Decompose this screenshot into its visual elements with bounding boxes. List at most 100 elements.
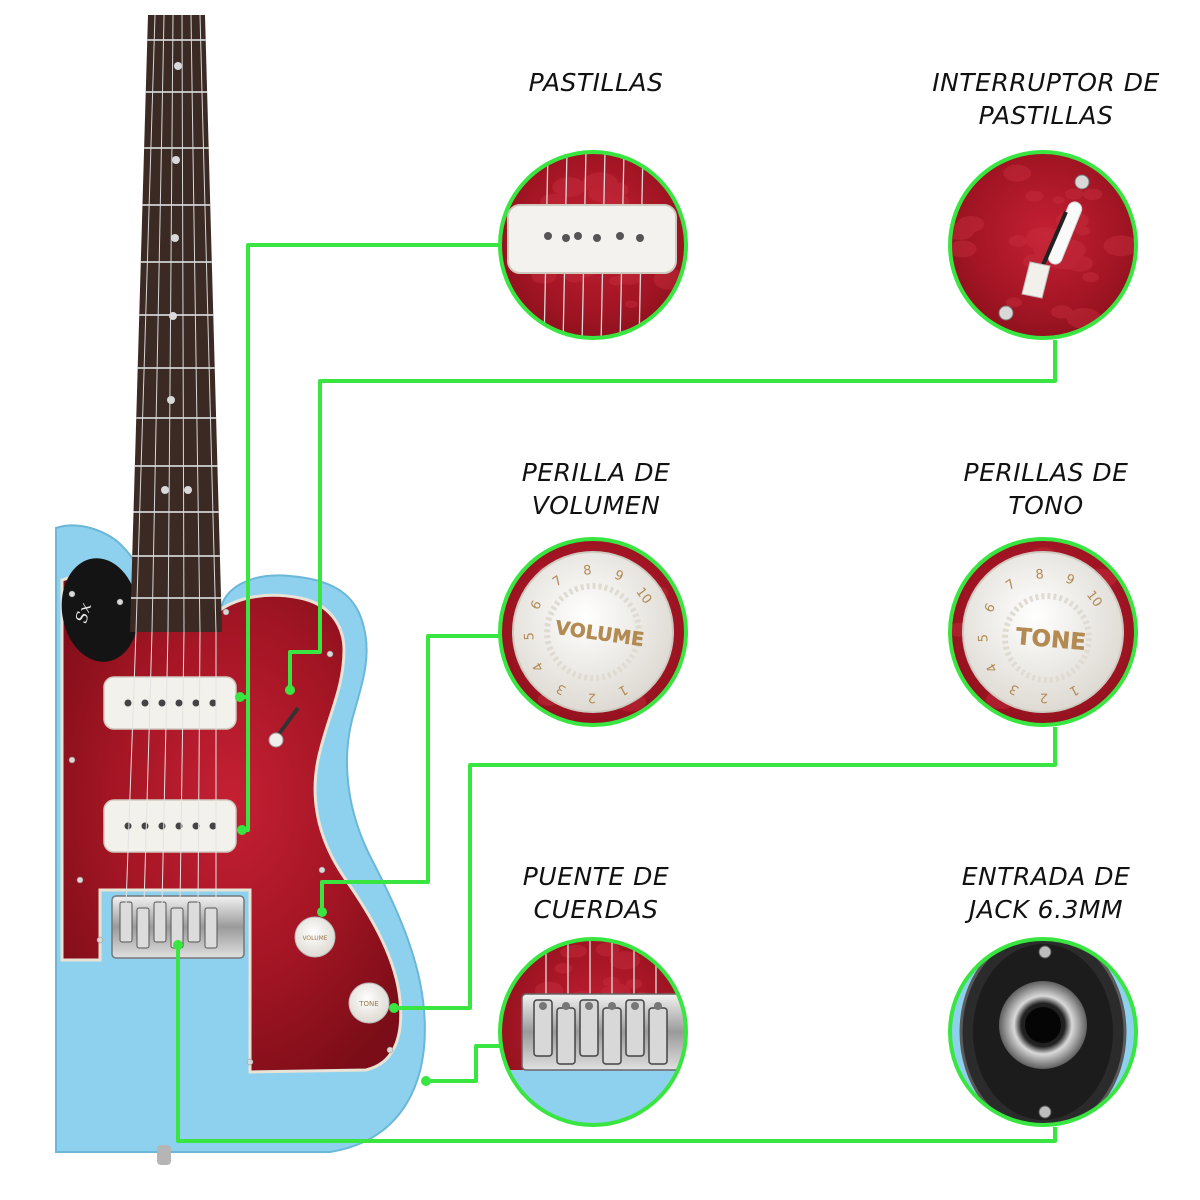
closeup-pole-piece [562, 234, 570, 242]
label-pickup-switch-line-2: PASTILLAS [978, 101, 1114, 130]
body-string [161, 631, 169, 906]
neck-string [135, 14, 156, 633]
pickups-closeup [498, 150, 688, 340]
pearl-speckle [1005, 297, 1022, 308]
pearl-speckle [552, 177, 586, 197]
screw [68, 590, 76, 598]
neck [130, 14, 222, 633]
closeup-saddle-screw [585, 1002, 593, 1010]
bridge-saddle [136, 907, 150, 949]
label-volume-knob: PERILLA DE VOLUMEN [466, 456, 726, 522]
guitar: Sx [55, 14, 426, 1165]
pearl-speckle [1035, 239, 1051, 250]
pearl-speckle [610, 184, 629, 197]
pearl-speckle [595, 942, 620, 957]
label-jack-input: ENTRADA DE JACK 6.3MM [916, 860, 1176, 926]
pole-piece [192, 822, 200, 830]
body-volume-knob-text: VOLUME [302, 935, 327, 942]
jack-input-closeup [948, 937, 1138, 1127]
pole-piece [209, 822, 217, 830]
fret-inlay [174, 62, 182, 70]
pearl-speckle [609, 951, 641, 970]
pearl-speckle [532, 273, 549, 283]
knob-number: 5 [522, 632, 537, 641]
closeup-saddle [602, 1007, 622, 1065]
knob-number: 5 [976, 634, 991, 643]
label-pickup-switch-line-1: INTERRUPTOR DE [932, 68, 1160, 97]
closeup-saddle [648, 1007, 668, 1065]
tone-knob-text: TONE [1015, 624, 1087, 656]
pearl-speckle [956, 215, 985, 233]
fret-inlay [161, 486, 169, 494]
connector-pickup-switch [288, 340, 1057, 688]
body-tone-knob-text: TONE [358, 1000, 378, 1008]
connector-bridge [426, 1044, 520, 1083]
neck-pickup [103, 676, 237, 730]
closeup-saddle-screw [539, 1002, 547, 1010]
connector-dots [173, 685, 431, 1086]
label-bridge: PUENTE DE CUERDAS [466, 860, 726, 926]
screw [386, 1046, 394, 1054]
bridge-saddle [204, 907, 218, 949]
body-string [179, 631, 185, 906]
pole-piece [158, 699, 166, 707]
neck-string [167, 14, 174, 633]
pearl-speckle [560, 946, 579, 958]
neck-string [199, 14, 217, 633]
pearl-speckle [608, 276, 624, 286]
pearl-speckle [1052, 196, 1065, 204]
pearl-speckle [1025, 190, 1044, 202]
pearl-speckle [1031, 238, 1046, 248]
body-string [143, 631, 153, 906]
label-tone-knobs-line-1: PERILLAS DE [963, 458, 1129, 487]
fret-inlay [167, 396, 175, 404]
pickup-switch-closeup [948, 150, 1138, 340]
pickup-switch [268, 706, 300, 748]
label-pickups: PASTILLAS [466, 66, 726, 99]
closeup-pole-piece [636, 234, 644, 242]
pole-piece [141, 822, 149, 830]
headstock-logo-plate: Sx [61, 558, 139, 662]
pole-piece [124, 822, 132, 830]
connector-volume [320, 634, 500, 912]
pole-piece [209, 699, 217, 707]
closeup-pole-piece [616, 232, 624, 240]
label-volume-knob-line-1: PERILLA DE [521, 458, 671, 487]
connector-jack [176, 945, 1057, 1143]
body-tone-knob: TONE [348, 982, 390, 1024]
pearl-speckle [1082, 272, 1100, 283]
label-bridge-line-2: CUERDAS [533, 895, 659, 924]
pearl-speckle [1026, 235, 1048, 249]
closeup-saddle [533, 999, 553, 1057]
pearl-speckle [1064, 188, 1083, 200]
pearl-speckle [1083, 188, 1103, 201]
pearl-speckle [1066, 255, 1093, 272]
bridge-closeup [498, 937, 688, 1127]
pole-piece [175, 699, 183, 707]
pearl-speckle [625, 300, 638, 308]
fretboard [130, 15, 222, 632]
body-string [125, 631, 137, 906]
neck-string [151, 14, 165, 633]
bridge-saddle [119, 901, 133, 943]
closeup-pole-piece [544, 232, 552, 240]
pole-piece [124, 699, 132, 707]
pearl-speckle [1003, 164, 1032, 182]
closeup-saddle [556, 1007, 576, 1065]
label-volume-knob-line-2: VOLUMEN [531, 491, 661, 520]
knob-number: 2 [588, 690, 597, 705]
closeup-saddle [579, 999, 599, 1057]
label-bridge-line-1: PUENTE DE [522, 862, 670, 891]
knob-number: 2 [1040, 690, 1049, 705]
connector-tone [398, 727, 1057, 1010]
screw [116, 598, 124, 606]
body-string [197, 631, 201, 906]
fret-inlay [172, 156, 180, 164]
pole-piece [158, 822, 166, 830]
fret-inlay [171, 234, 179, 242]
screw [222, 608, 230, 616]
label-jack-input-line-1: ENTRADA DE [961, 862, 1131, 891]
closeup-saddle-screw [562, 1002, 570, 1010]
